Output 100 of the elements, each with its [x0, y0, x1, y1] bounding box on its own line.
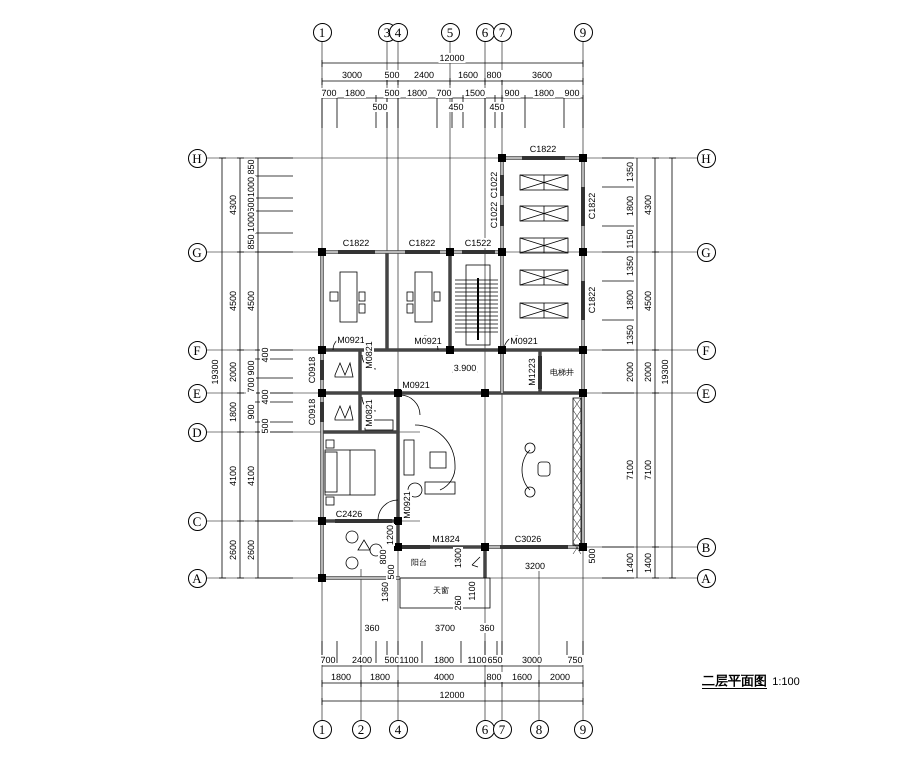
dimension-text: 1800 — [432, 655, 456, 665]
dimension-text: 3200 — [524, 561, 546, 571]
dimension-text: 4300 — [228, 194, 238, 216]
door-label: M0921 — [402, 490, 412, 520]
axis-bubble: 8 — [530, 720, 548, 738]
axis-bubble: G — [188, 242, 206, 262]
axis-bubble: 7 — [492, 22, 512, 42]
axis-bubble: G — [696, 242, 716, 262]
dimension-text: 1000 — [246, 176, 256, 198]
dimension-text: 500 — [260, 417, 270, 435]
window-label: C0918 — [307, 398, 317, 426]
room-label: 阳台 — [410, 558, 428, 568]
dimension-text: 900 — [246, 403, 256, 421]
dimension-text: 2400 — [350, 655, 374, 665]
window-label: C2426 — [334, 509, 364, 519]
dimension-text: 1300 — [453, 546, 463, 570]
dimension-text: 800 — [485, 70, 503, 80]
window-label: C1822 — [408, 238, 436, 248]
dimension-text: 19300 — [660, 358, 670, 386]
dimension-text: 1400 — [643, 552, 653, 574]
dimension-text: 1100 — [398, 655, 420, 665]
dimension-text: 400 — [260, 388, 270, 406]
window-label: C0918 — [307, 356, 317, 384]
dimension-text: 1350 — [625, 160, 635, 184]
axis-bubble: F — [188, 340, 206, 360]
axis-bubble: 5 — [440, 22, 460, 42]
dimension-text: 4100 — [228, 464, 238, 488]
dimension-text: 1500 — [464, 88, 486, 98]
dimension-text: 4500 — [643, 290, 653, 312]
axis-bubble: 1 — [312, 22, 332, 42]
dimension-text: 260 — [453, 594, 463, 612]
dimension-text: 450 — [488, 102, 506, 112]
dimension-text: 800 — [378, 548, 388, 566]
dimension-text: 500 — [383, 70, 401, 80]
window-label: C3026 — [514, 534, 542, 544]
dimension-text: 1800 — [625, 194, 635, 218]
dimension-text: 850 — [246, 158, 256, 176]
dimension-text: 1000 — [246, 210, 256, 234]
dimension-text: 1800 — [330, 672, 352, 682]
dimension-text: 1350 — [625, 324, 635, 346]
dimension-text: 700 — [246, 376, 256, 394]
dimension-text: 4500 — [228, 290, 238, 312]
door-label: M0821 — [364, 340, 374, 370]
dimension-text: 12000 — [438, 690, 466, 700]
dimension-text: 1800 — [344, 88, 366, 98]
dimension-text: 700 — [319, 655, 337, 665]
axis-bubble: A — [696, 568, 716, 588]
window-label: C1822 — [342, 238, 370, 248]
axis-bubble: A — [188, 568, 206, 588]
axis-bubble: 4 — [388, 720, 408, 738]
dimension-text: 12000 — [438, 53, 466, 63]
dimension-text: 650 — [486, 655, 504, 665]
dimension-text: 1100 — [467, 580, 477, 602]
axis-bubble: 4 — [388, 22, 408, 42]
dimension-text: 360 — [478, 623, 496, 633]
dimension-text: 1360 — [380, 580, 390, 604]
dimension-text: 2400 — [412, 70, 436, 80]
dimension-text: 700 — [435, 88, 453, 98]
dimension-text: 500 — [371, 102, 389, 112]
elevation-label: 3.900 — [452, 363, 478, 373]
axis-bubble: H — [696, 148, 716, 168]
door-label: M0921 — [509, 336, 539, 346]
dimension-text: 1800 — [625, 288, 635, 312]
dimension-text: 1800 — [532, 88, 556, 98]
dimension-text: 360 — [363, 623, 381, 633]
room-label: 电梯井 — [549, 368, 575, 378]
dimension-text: 750 — [566, 655, 584, 665]
axis-bubble: 7 — [492, 720, 512, 738]
axis-bubble: E — [188, 384, 206, 402]
room-label: 天窗 — [432, 586, 450, 596]
dimension-text: 500 — [587, 547, 597, 565]
dimension-text: 19300 — [210, 358, 220, 386]
axis-bubble: 9 — [574, 720, 592, 738]
dimension-text: 2000 — [548, 672, 572, 682]
dimension-text: 450 — [447, 102, 465, 112]
axis-bubble: 6 — [476, 720, 494, 738]
dimension-text: 7100 — [625, 458, 635, 482]
dimension-text: 1350 — [625, 254, 635, 278]
dimension-text: 1800 — [406, 88, 428, 98]
dimension-text: 500 — [383, 88, 401, 98]
dimension-text: 900 — [246, 359, 256, 377]
axis-bubble: 9 — [574, 22, 592, 42]
dimension-text: 3000 — [520, 655, 544, 665]
door-label: M1223 — [527, 357, 537, 387]
axis-bubble: 2 — [352, 720, 370, 738]
dimension-text: 500 — [386, 563, 396, 581]
dimension-text: 850 — [246, 233, 256, 251]
window-label: C1822 — [528, 144, 558, 154]
dimension-text: 700 — [320, 88, 338, 98]
door-label: M0921 — [401, 380, 431, 390]
door-label: M1824 — [431, 534, 461, 544]
door-label: M0921 — [336, 335, 366, 345]
dimension-text: 1800 — [228, 400, 238, 424]
dimension-text: 2000 — [643, 360, 653, 384]
window-label: C1022 — [489, 200, 499, 230]
axis-bubble: F — [696, 340, 716, 360]
dimension-text: 2600 — [228, 538, 238, 562]
dimension-text: 1100 — [466, 655, 488, 665]
dimension-text: 4000 — [432, 672, 456, 682]
window-label: C1822 — [587, 286, 597, 314]
